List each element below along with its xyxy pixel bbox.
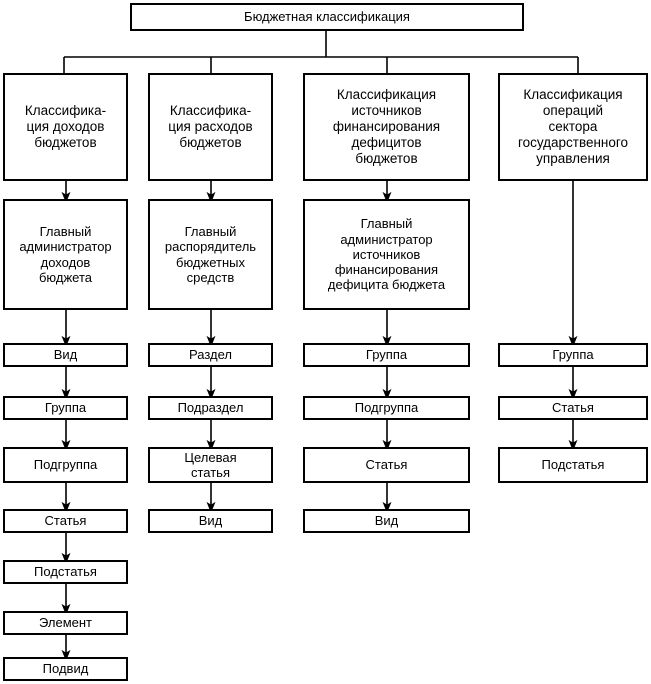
level-box-rashody-2: Целевая статья (148, 447, 273, 483)
level-box-istochniki-0: Группа (303, 343, 470, 367)
level-box-dohody-0: Вид (3, 343, 128, 367)
level-box-operacii-0: Группа (498, 343, 648, 367)
level-box-dohody-5: Элемент (3, 611, 128, 635)
admin-box-dohody: Главный администратор доходов бюджета (3, 199, 128, 310)
category-box-operacii: Классификация операций сектора государст… (498, 73, 648, 181)
admin-box-rashody: Главный распорядитель бюджетных средств (148, 199, 273, 310)
category-box-rashody: Классифика- ция расходов бюджетов (148, 73, 273, 181)
level-box-operacii-2: Подстатья (498, 447, 648, 483)
admin-box-istochniki: Главный администратор источников финанси… (303, 199, 470, 310)
level-box-rashody-1: Подраздел (148, 396, 273, 420)
level-box-dohody-1: Группа (3, 396, 128, 420)
root-box: Бюджетная классификация (130, 3, 524, 31)
level-box-istochniki-3: Вид (303, 509, 470, 533)
level-box-dohody-2: Подгруппа (3, 447, 128, 483)
level-box-dohody-3: Статья (3, 509, 128, 533)
level-box-operacii-1: Статья (498, 396, 648, 420)
level-box-istochniki-2: Статья (303, 447, 470, 483)
level-box-istochniki-1: Подгруппа (303, 396, 470, 420)
level-box-dohody-6: Подвид (3, 657, 128, 681)
level-box-rashody-0: Раздел (148, 343, 273, 367)
level-box-rashody-3: Вид (148, 509, 273, 533)
category-box-istochniki: Классификация источников финансирования … (303, 73, 470, 181)
category-box-dohody: Классифика- ция доходов бюджетов (3, 73, 128, 181)
level-box-dohody-4: Подстатья (3, 560, 128, 584)
